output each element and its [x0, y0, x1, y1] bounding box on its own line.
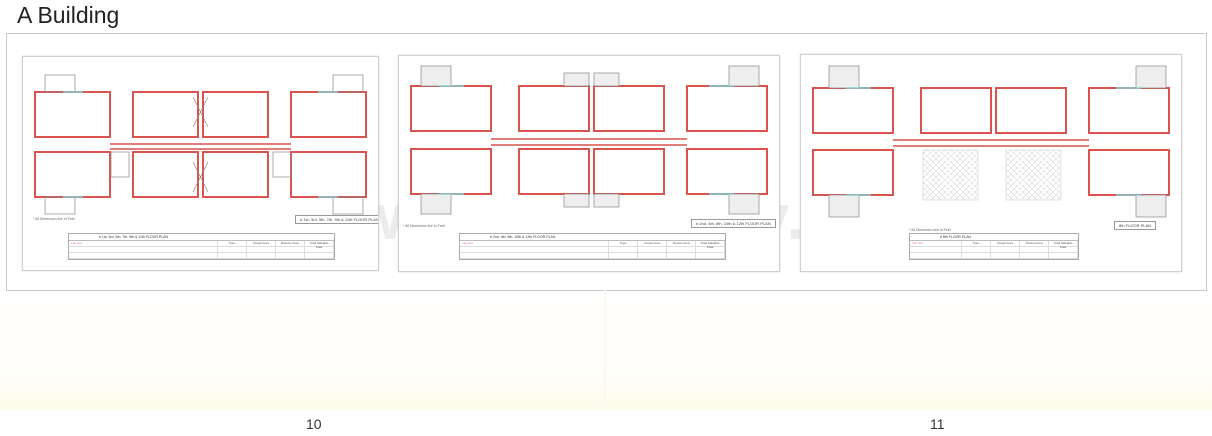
- floor-plan-drawing: [34, 74, 367, 215]
- table-row: [910, 253, 1078, 259]
- area-table-heading: # 8th FLOOR PLAN: [910, 234, 1078, 241]
- floor-plan-drawing: [410, 65, 768, 215]
- page-title: A Building: [17, 2, 120, 28]
- area-table-header-row: Flat Nos Type Carpet Area Terrace Area T…: [910, 241, 1078, 249]
- area-table: # 1st, 3rd, 5th, 7th, 9th & 11th FLOOR P…: [68, 233, 335, 260]
- table-row: [910, 247, 1078, 253]
- floor-plan-caption: 8th FLOOR PLAN: [1114, 221, 1157, 230]
- area-table-heading: # 2nd, 4th, 6th, 10th & 12th FLOOR PLAN: [460, 234, 725, 241]
- floor-plan-card-2[interactable]: * All Dimension Are In Feet # 2nd, 4th, …: [398, 55, 780, 272]
- page-number-right: 11: [930, 416, 945, 432]
- area-table-header-row: Flat Nos Type Carpet Area Terrace Area T…: [460, 241, 725, 249]
- page-divider: [604, 290, 606, 410]
- table-row: [69, 247, 334, 253]
- dimension-note: * All Dimension Are In Feet: [909, 228, 951, 232]
- page-footer: [0, 300, 1212, 410]
- dimension-note: * All Dimension Are In Feet: [403, 224, 445, 228]
- area-table: # 2nd, 4th, 6th, 10th & 12th FLOOR PLAN …: [459, 233, 726, 260]
- area-table: # 8th FLOOR PLAN Flat Nos Type Carpet Ar…: [909, 233, 1079, 260]
- dimension-note: * All Dimension Are In Feet: [33, 217, 75, 221]
- floor-plan-caption: # 2nd, 4th, 6th, 10th & 12th FLOOR PLAN: [691, 219, 776, 228]
- area-table-heading: # 1st, 3rd, 5th, 7th, 9th & 11th FLOOR P…: [69, 234, 334, 241]
- floor-plan-card-1[interactable]: * All Dimension Are In Feet # 1st, 3rd, …: [22, 56, 379, 271]
- table-row: [460, 247, 725, 253]
- table-row: [69, 253, 334, 259]
- floor-plan-drawing: [812, 65, 1170, 218]
- page-number-left: 10: [306, 416, 322, 432]
- area-table-header-row: Flat Nos Type Carpet Area Balcony Area T…: [69, 241, 334, 249]
- floor-plan-card-3[interactable]: * All Dimension Are In Feet 8th FLOOR PL…: [800, 54, 1182, 272]
- floor-plan-caption: # 1st, 3rd, 5th, 7th, 9th & 11th FLOOR P…: [295, 215, 378, 224]
- table-row: [460, 253, 725, 259]
